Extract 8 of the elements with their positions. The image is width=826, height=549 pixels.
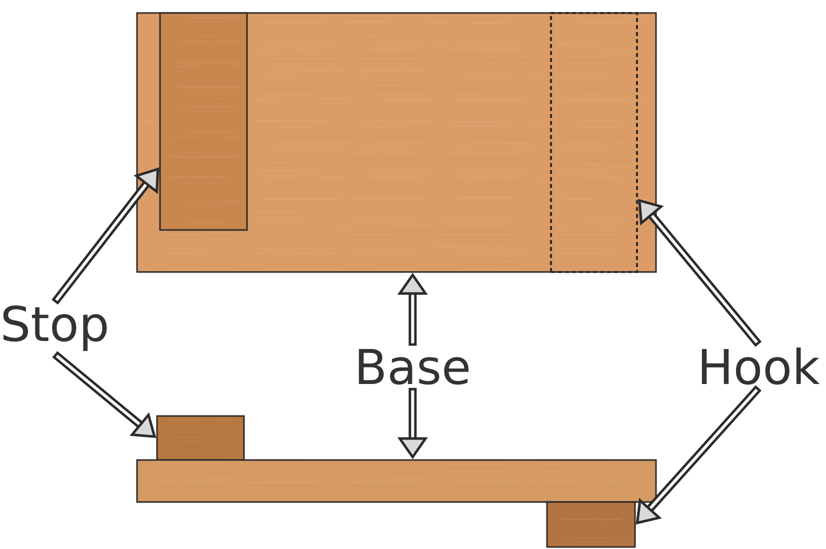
wooden-block [546, 501, 636, 548]
dashed-outline [550, 12, 638, 273]
callout-label: Stop [3, 305, 107, 351]
wooden-block [156, 415, 245, 461]
callout-label: Hook [702, 348, 820, 385]
wooden-board [136, 459, 657, 503]
callout-label: Base [358, 349, 469, 385]
wooden-strip [159, 12, 248, 231]
